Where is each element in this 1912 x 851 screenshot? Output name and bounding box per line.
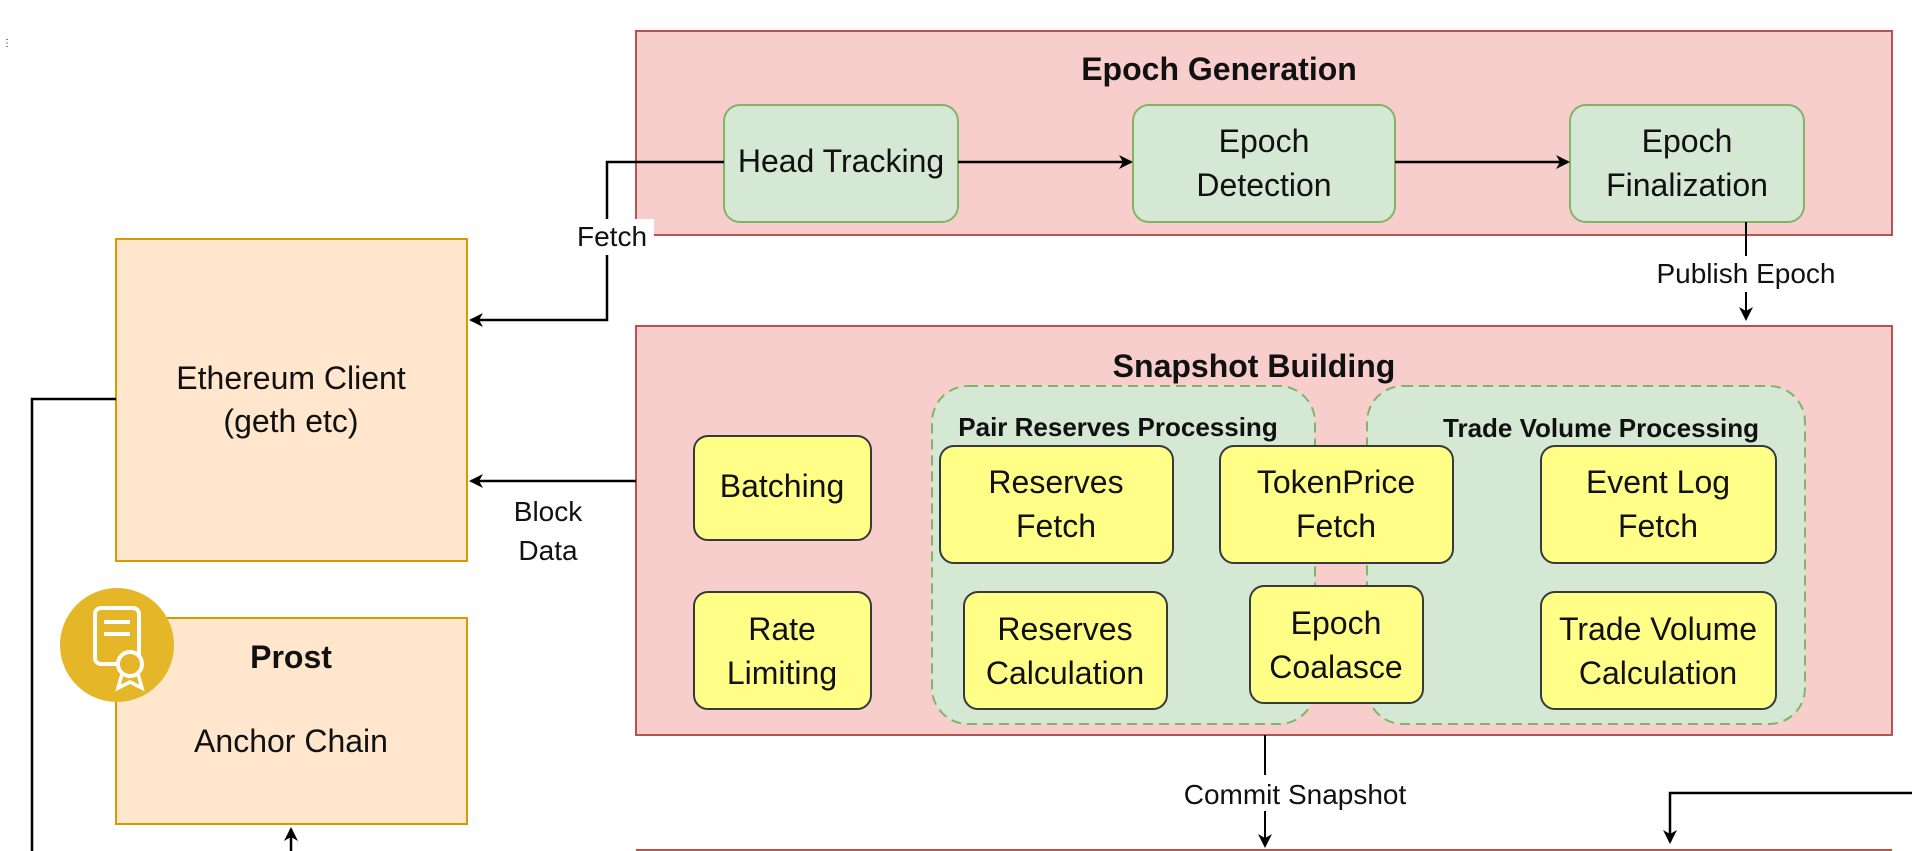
snapshot-building-title: Snapshot Building <box>1113 348 1396 384</box>
prost-title: Prost <box>250 639 332 675</box>
corner-mark: ⋮ <box>2 38 12 49</box>
publish-epoch-label-bg <box>1642 256 1852 292</box>
rate-limiting-label-2: Limiting <box>727 655 837 691</box>
reserves-fetch-label-2: Fetch <box>1016 508 1096 544</box>
ethereum-client-left-edge <box>30 397 116 851</box>
tokenprice-fetch-label-2: Fetch <box>1296 508 1376 544</box>
rate-limiting-node <box>693 591 872 710</box>
epoch-detection-label-1: Epoch <box>1219 123 1310 159</box>
incoming-edge-right <box>1663 791 1912 844</box>
head-tracking-label: Head Tracking <box>738 143 944 179</box>
reserves-calculation-label-2: Calculation <box>986 655 1144 691</box>
reserves-calculation-node <box>963 591 1168 710</box>
epoch-detection-node <box>1132 104 1396 223</box>
prost-subtitle: Anchor Chain <box>194 723 388 759</box>
batching-label: Batching <box>720 468 845 504</box>
reserves-fetch-label-1: Reserves <box>988 464 1123 500</box>
event-log-fetch-label-1: Event Log <box>1586 464 1730 500</box>
fetch-label-bg <box>568 219 654 255</box>
reserves-fetch-node <box>939 445 1174 564</box>
ethereum-client-label-1: Ethereum Client <box>176 360 406 396</box>
epoch-detection-label-2: Detection <box>1196 167 1331 203</box>
tokenprice-fetch-node <box>1219 445 1454 564</box>
epoch-finalization-label-2: Finalization <box>1606 167 1768 203</box>
rate-limiting-label-1: Rate <box>748 611 816 647</box>
trade-volume-calculation-node <box>1540 591 1777 710</box>
epoch-generation-title: Epoch Generation <box>1081 51 1357 87</box>
trade-volume-calculation-label-2: Calculation <box>1579 655 1737 691</box>
fetch-edge-label: Fetch <box>577 221 647 252</box>
epoch-coalasce-label-1: Epoch <box>1291 605 1382 641</box>
trade-volume-calculation-label-1: Trade Volume <box>1559 611 1757 647</box>
block-data-label-2: Data <box>518 535 578 566</box>
batching-node <box>693 435 872 541</box>
epoch-finalization-node <box>1569 104 1805 223</box>
pair-reserves-processing-label: Pair Reserves Processing <box>958 412 1277 442</box>
certificate-icon <box>60 588 174 702</box>
ethereum-client-node <box>115 238 468 562</box>
commit-snapshot-label: Commit Snapshot <box>1184 779 1407 810</box>
ethereum-client-label-2: (geth etc) <box>223 403 358 439</box>
trade-volume-processing-label: Trade Volume Processing <box>1443 413 1759 443</box>
epoch-coalasce-node <box>1249 585 1424 704</box>
event-log-fetch-node <box>1540 445 1777 564</box>
head-tracking-node <box>723 104 959 223</box>
publish-epoch-label: Publish Epoch <box>1656 258 1835 289</box>
reserves-calculation-label-1: Reserves <box>997 611 1132 647</box>
epoch-coalasce-label-2: Coalasce <box>1269 649 1402 685</box>
event-log-fetch-label-2: Fetch <box>1618 508 1698 544</box>
commit-snapshot-label-bg <box>1160 775 1372 811</box>
prost-node <box>115 617 468 825</box>
block-data-label-1: Block <box>514 496 583 527</box>
tokenprice-fetch-label-1: TokenPrice <box>1257 464 1415 500</box>
epoch-finalization-label-1: Epoch <box>1642 123 1733 159</box>
